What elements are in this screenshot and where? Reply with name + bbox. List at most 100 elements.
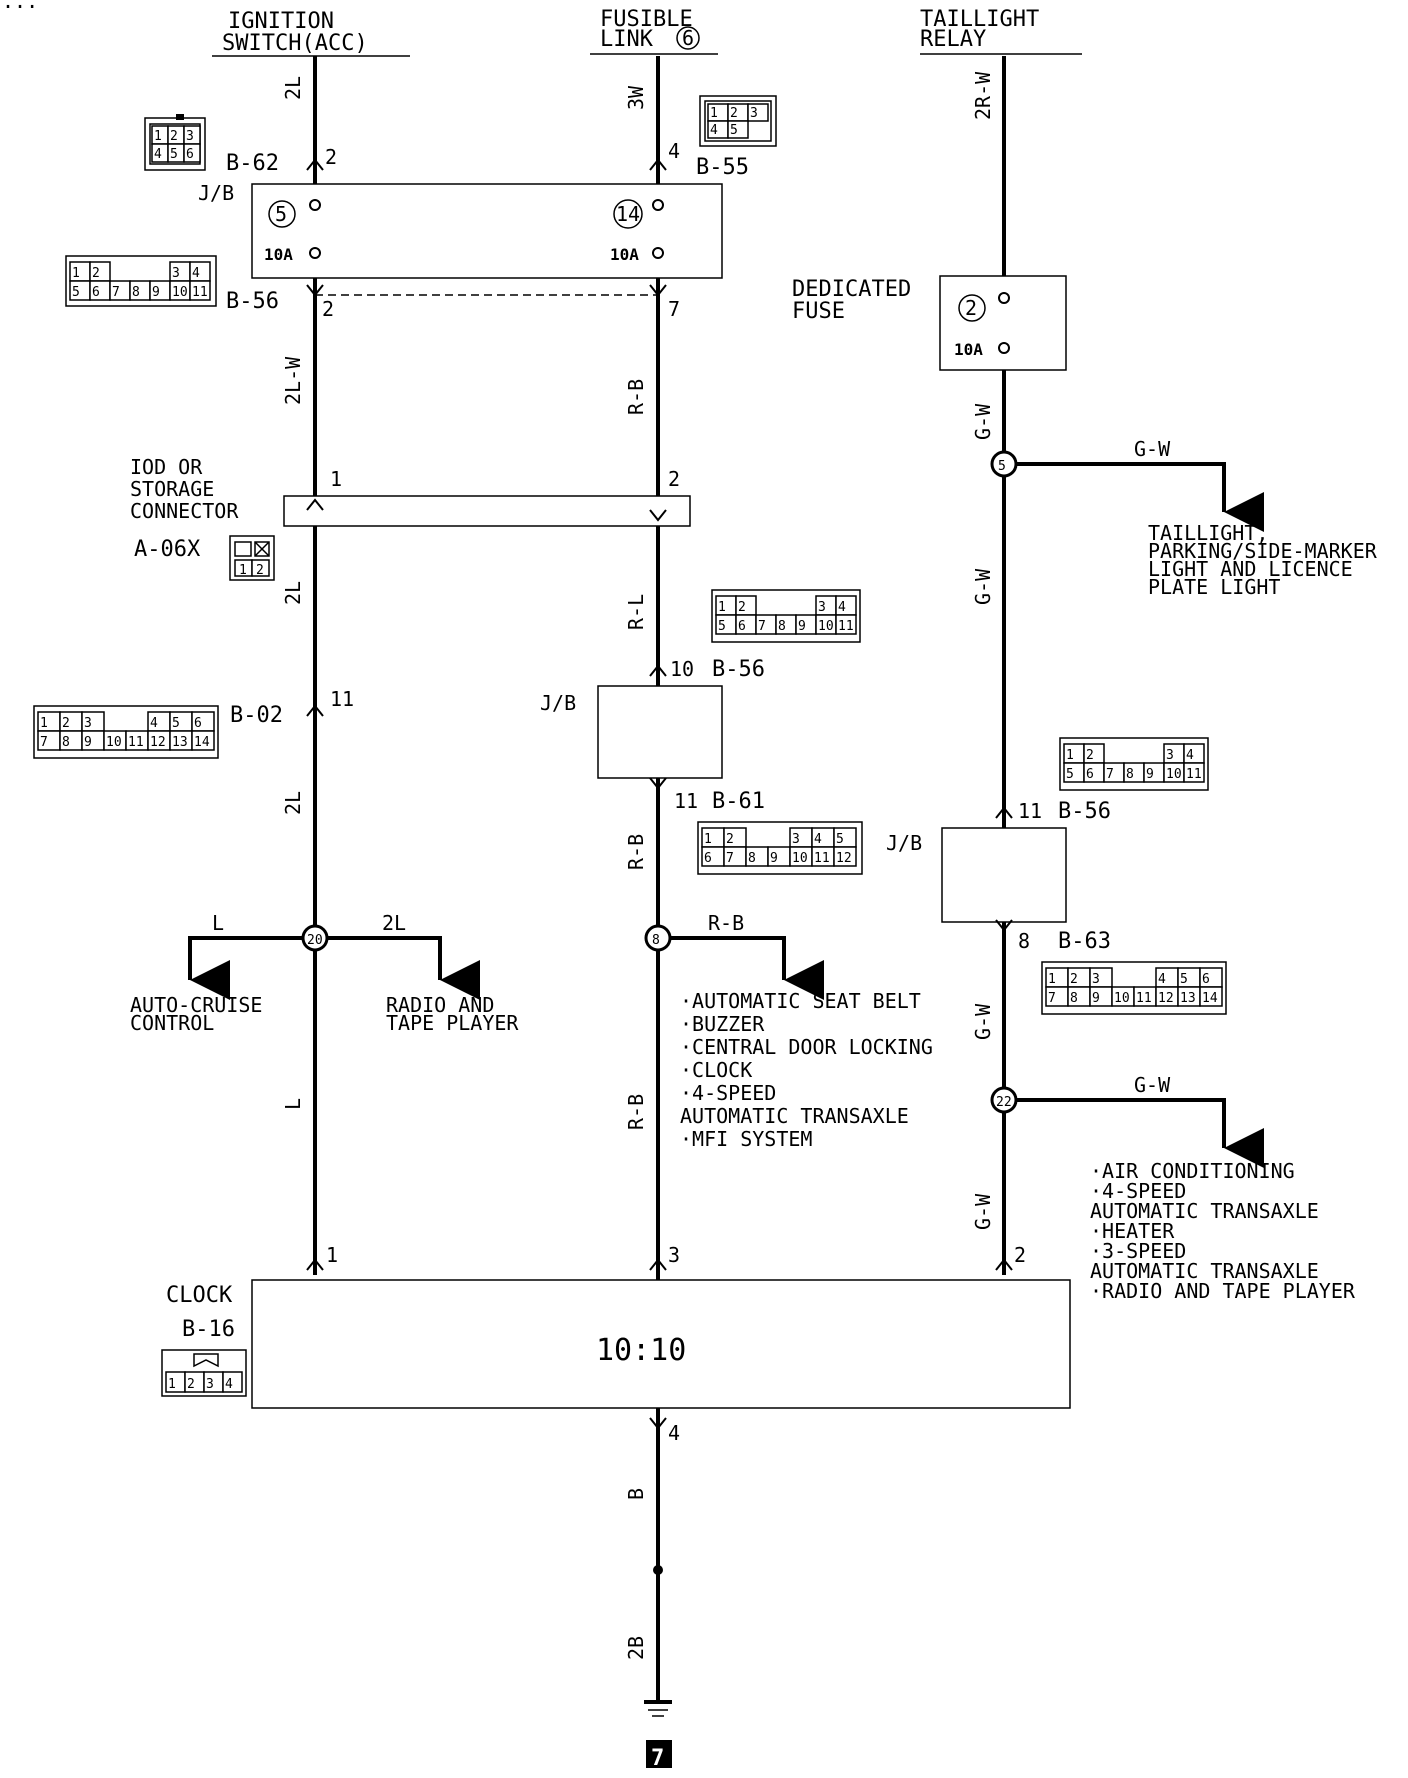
gw-list-item: ·AIR CONDITIONING [1090, 1159, 1295, 1183]
grid-b61-pin: 3 [792, 832, 800, 847]
grid-b63-pin: 7 [1048, 991, 1056, 1006]
branch-label-GW-2: G-W [1134, 1073, 1171, 1097]
fusible-number: 6 [682, 26, 694, 50]
clock-display: 10:10 [596, 1333, 686, 1368]
connector-b56-mid-label: B-56 [712, 657, 765, 682]
grid-b55-pin: 5 [730, 123, 738, 138]
wire-label-2R-W: 2R-W [971, 71, 995, 120]
grid-b61-pin: 11 [814, 851, 830, 866]
grid-b56b-pin: 8 [778, 619, 786, 634]
grid-b63-pin: 10 [1114, 991, 1130, 1006]
grid-b56b-pin: 5 [718, 619, 726, 634]
grid-b61-pin: 7 [726, 851, 734, 866]
grid-b56c-pin: 7 [1106, 767, 1114, 782]
grid-b02-cell [191, 730, 215, 751]
grid-b56a-pin: 3 [172, 266, 180, 281]
wire-label-2L-low: 2L [281, 791, 305, 815]
dedicated-fuse-box [939, 275, 1067, 371]
grid-b63-pin: 6 [1202, 972, 1210, 987]
grid-b56b-pin: 7 [758, 619, 766, 634]
a06x-pin-2: 2 [256, 563, 264, 578]
tail-list-item: PLATE LIGHT [1148, 575, 1280, 599]
grid-b55-cell [747, 103, 769, 122]
grid-b56b-pin: 9 [798, 619, 806, 634]
tail-list-item: LIGHT AND LICENCE [1148, 557, 1353, 581]
connector-b61-label: B-61 [712, 789, 765, 814]
grid-b63-pin: 5 [1180, 972, 1188, 987]
grid-b61-pin: 9 [770, 851, 778, 866]
grid-b63-pin: 2 [1070, 972, 1078, 987]
grid-b56a-pin: 10 [172, 285, 188, 300]
grid-b55-pin: 3 [750, 106, 758, 121]
fusible-label-line2: LINK [600, 27, 654, 52]
grid-b02-pin: 14 [194, 735, 210, 750]
iod-connector-bar [283, 495, 691, 527]
connector-b55-label: B-55 [696, 155, 749, 180]
pin-clock-3: 3 [668, 1243, 680, 1267]
grid-b56b-pin: 3 [818, 600, 826, 615]
grid-b56c-pin: 4 [1186, 748, 1194, 763]
grid-b56c-pin: 8 [1126, 767, 1134, 782]
rb-list-item: ·CLOCK [680, 1058, 752, 1082]
gw-list-item: ·HEATER [1090, 1219, 1175, 1243]
grid-b56a-pin: 11 [192, 285, 208, 300]
wire-label-L-bottom: L [281, 1098, 305, 1110]
load-list-gw: ·AIR CONDITIONING·4-SPEED AUTOMATIC TRAN… [1090, 1159, 1356, 1303]
source-ignition-switch: IGNITION SWITCH(ACC) [212, 9, 410, 57]
wire-label-2B: 2B [624, 1636, 648, 1660]
pin-iod-1: 1 [330, 467, 342, 491]
pin-b63-8: 8 [1018, 929, 1030, 953]
grid-b61-pin: 6 [704, 851, 712, 866]
pin-b55-4: 4 [668, 139, 680, 163]
dedicated-fuse-label-line1: DEDICATED [792, 277, 911, 302]
grid-b61-cell [833, 846, 857, 867]
grid-b02-pin: 1 [40, 716, 48, 731]
grid-b16-pin: 3 [206, 1377, 214, 1392]
grid-b56c-pin: 9 [1146, 767, 1154, 782]
gw-list-item: AUTOMATIC TRANSAXLE [1090, 1259, 1319, 1283]
fuse-2-number: 2 [965, 296, 977, 320]
wire-label-GW-1: G-W [971, 403, 995, 440]
load-auto-cruise-line2: CONTROL [130, 1011, 214, 1035]
grid-b02-pin: 13 [172, 735, 188, 750]
pin-b56-7: 7 [668, 297, 680, 321]
grid-b62-pin: 1 [154, 129, 162, 144]
connector-b63-label: B-63 [1058, 929, 1111, 954]
connector-b56-left-label: B-56 [226, 289, 279, 314]
grid-b63-pin: 1 [1048, 972, 1056, 987]
grid-b63-pin: 9 [1092, 991, 1100, 1006]
pin-b56-11: 11 [1018, 799, 1042, 823]
splice-5 [990, 450, 1018, 478]
grid-b56a-pin: 6 [92, 285, 100, 300]
rb-list-item: ·BUZZER [680, 1012, 765, 1036]
grid-b56a-cell [189, 280, 211, 301]
grid-b56a-pin: 5 [72, 285, 80, 300]
iod-label-line3: CONNECTOR [130, 499, 239, 523]
grid-b56c-pin: 5 [1066, 767, 1074, 782]
rb-list-item: ·MFI SYSTEM [680, 1127, 812, 1151]
grid-b56a-pin: 4 [192, 266, 200, 281]
jb-label-right: J/B [886, 831, 922, 855]
grid-b61-pin: 8 [748, 851, 756, 866]
source-fusible-link: FUSIBLE LINK 6 [590, 7, 718, 55]
load-auto-cruise-line1: AUTO-CRUISE [130, 993, 262, 1017]
terminal-marks [306, 158, 1013, 1430]
grid-b56c-pin: 11 [1186, 767, 1202, 782]
grid-b56c-pin: 6 [1086, 767, 1094, 782]
connector-a06x-icon: 1 2 [229, 535, 275, 581]
grid-b02-pin: 8 [62, 735, 70, 750]
ignition-label-line2: SWITCH(ACC) [222, 31, 368, 56]
ground-splice-dot [653, 1565, 663, 1575]
grid-b63-pin: 11 [1136, 991, 1152, 1006]
splice-8 [644, 924, 672, 952]
